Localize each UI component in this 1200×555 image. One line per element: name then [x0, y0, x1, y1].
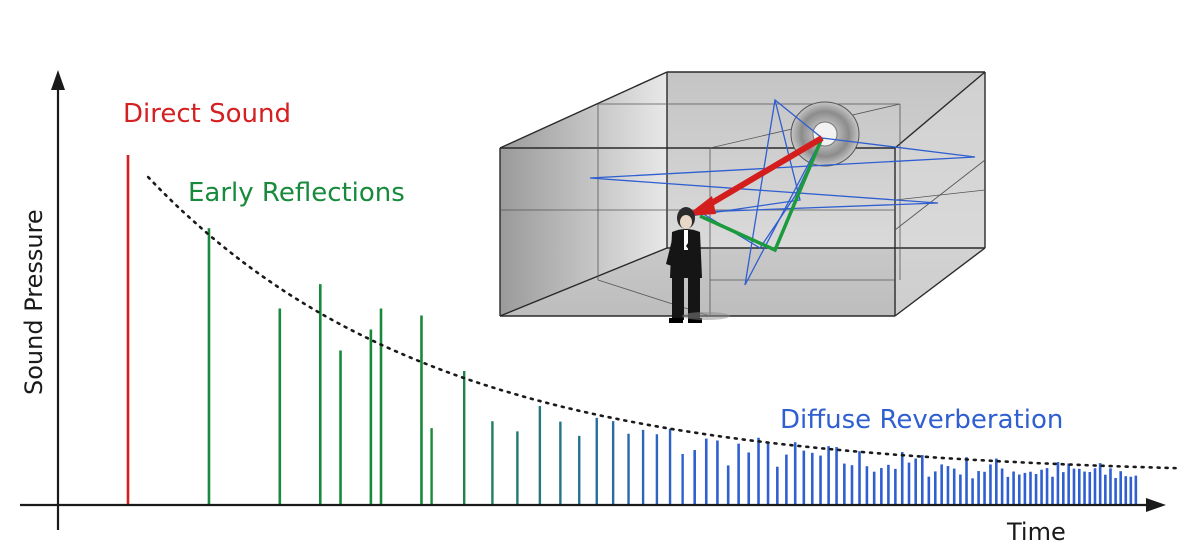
room-right-wall — [895, 72, 985, 316]
diffuse-reverberation-label: Diffuse Reverberation — [780, 405, 1063, 435]
y-axis-label: Sound Pressure — [20, 209, 48, 395]
direct-sound-label: Direct Sound — [123, 99, 291, 129]
loudspeaker-icon — [790, 101, 860, 167]
x-axis-label: Time — [1006, 518, 1066, 546]
chart-bars — [126, 155, 1138, 504]
early-reflections-label: Early Reflections — [188, 178, 405, 208]
direct-path — [703, 135, 824, 210]
y-axis-arrow — [51, 70, 65, 90]
listener-figure — [666, 207, 730, 323]
impulse-response-chart — [20, 70, 1182, 530]
room-guides — [500, 103, 986, 317]
room-left-wall — [500, 72, 667, 316]
room-diagram — [499, 71, 986, 323]
decay-envelope — [146, 175, 1182, 470]
room-edges — [499, 71, 986, 317]
reflection-path-early — [699, 137, 824, 253]
direct-path-arrowhead — [686, 196, 716, 216]
room-floor — [500, 248, 985, 316]
x-axis-arrow — [1146, 498, 1166, 512]
